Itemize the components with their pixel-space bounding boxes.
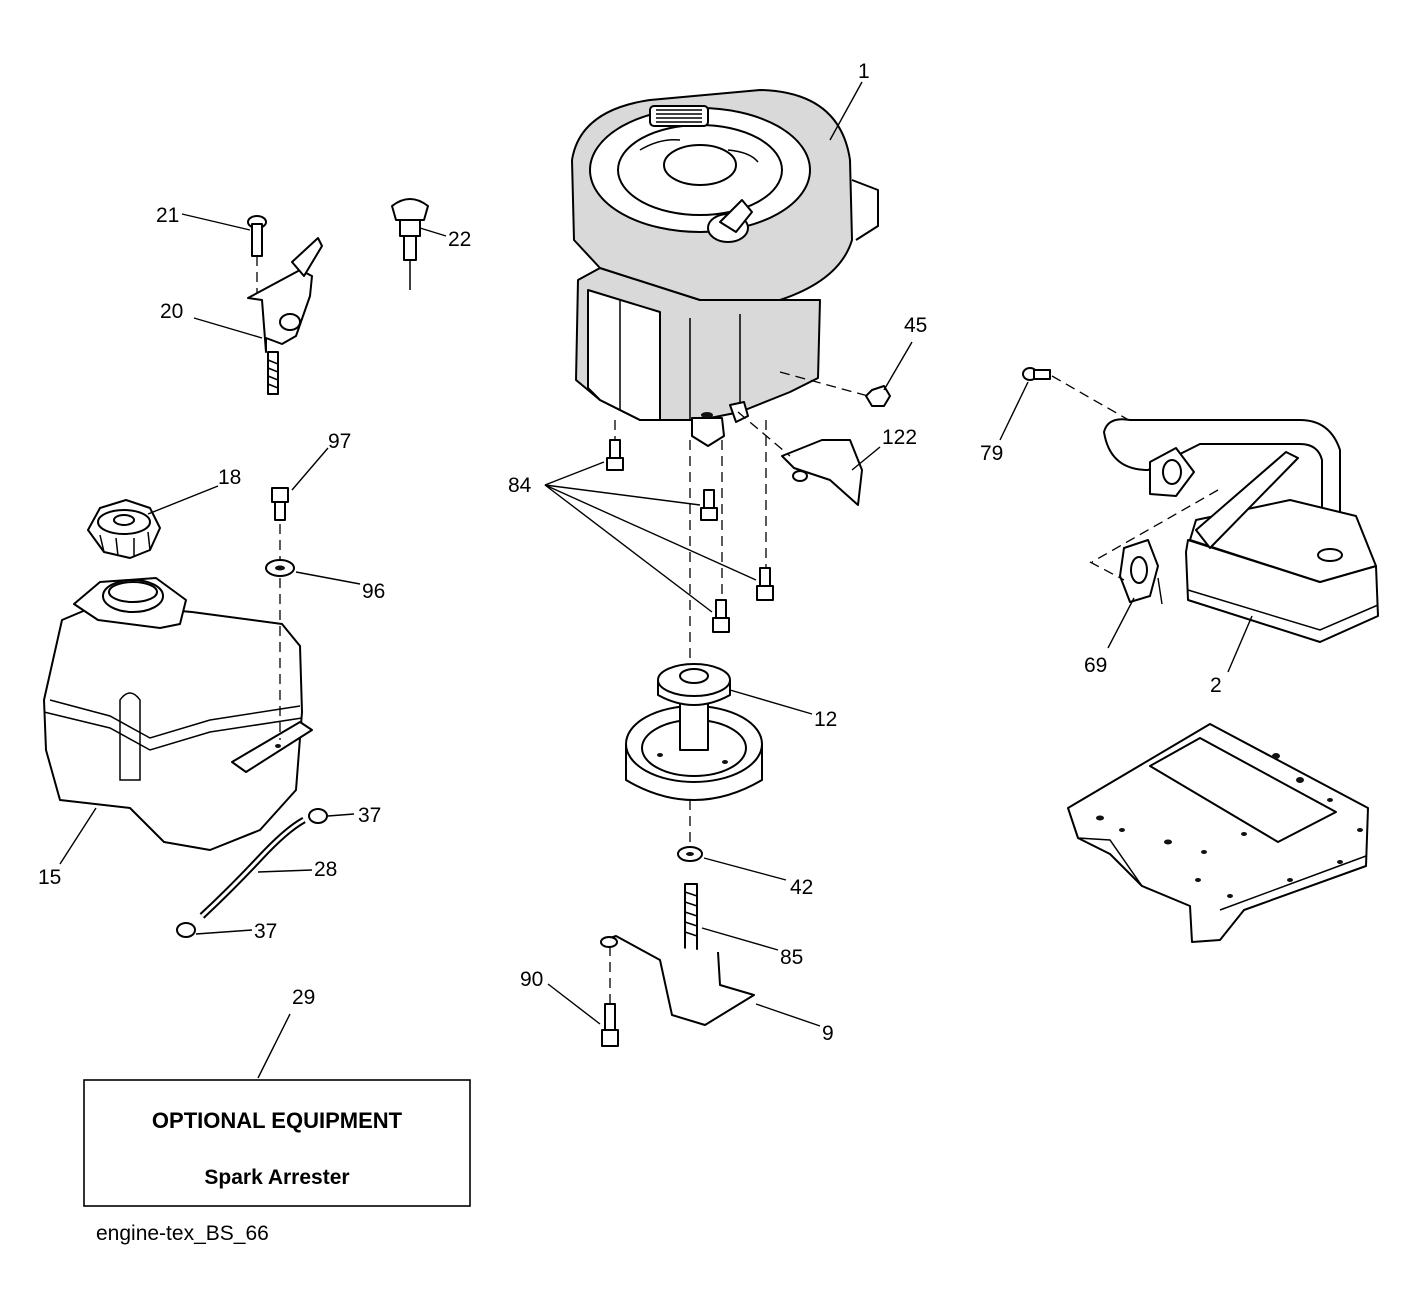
callout-122: 122 (882, 426, 917, 449)
throttle-part-20 (247, 237, 323, 395)
callout-79: 79 (980, 442, 1003, 465)
optional-equipment-item: Spark Arrester (204, 1166, 349, 1189)
callout-42: 42 (790, 876, 813, 899)
fuel-tank-part-15 (43, 577, 313, 851)
callout-15: 15 (38, 866, 61, 889)
leader-1 (829, 81, 863, 141)
callout-37-bottom: 37 (254, 920, 277, 943)
callout-1: 1 (858, 60, 870, 83)
optional-equipment-title: OPTIONAL EQUIPMENT (152, 1108, 403, 1133)
clamp-part-37-top (308, 808, 328, 824)
callout-96: 96 (362, 580, 385, 603)
callout-22: 22 (448, 228, 471, 251)
fuel-cap-part-18 (87, 499, 161, 559)
callout-28: 28 (314, 858, 337, 881)
clamp-part-37-bottom (176, 922, 196, 938)
bolts-part-84 (606, 439, 774, 633)
callout-29: 29 (292, 986, 315, 1009)
callout-21: 21 (156, 204, 179, 227)
screw-part-97 (271, 487, 289, 521)
screw-part-79 (1022, 367, 1051, 381)
callout-2: 2 (1210, 674, 1222, 697)
shield-part-122 (781, 439, 863, 506)
nut-part-45 (865, 385, 891, 407)
callout-12: 12 (814, 708, 837, 731)
knob-part-22 (391, 198, 429, 290)
callout-45: 45 (904, 314, 927, 337)
callout-69: 69 (1084, 654, 1107, 677)
diagram-caption: engine-tex_BS_66 (96, 1222, 269, 1245)
callout-84: 84 (508, 474, 532, 497)
bracket-part-9 (600, 935, 755, 1026)
callout-9: 9 (822, 1022, 834, 1045)
callout-97: 97 (328, 430, 351, 453)
callout-20: 20 (160, 300, 183, 323)
callout-85: 85 (780, 946, 803, 969)
bolt-part-90 (601, 1003, 619, 1047)
gasket-part-69 (1119, 539, 1159, 603)
callout-90: 90 (520, 968, 543, 991)
engine-mount-plate (1067, 723, 1369, 943)
muffler-part-2 (1103, 418, 1379, 643)
optional-equipment-box (83, 1079, 471, 1207)
screw-part-21 (247, 215, 267, 257)
callout-18: 18 (218, 466, 241, 489)
callout-37-top: 37 (358, 804, 381, 827)
pulley-part-12 (625, 663, 763, 801)
engine-part-1 (571, 89, 879, 447)
